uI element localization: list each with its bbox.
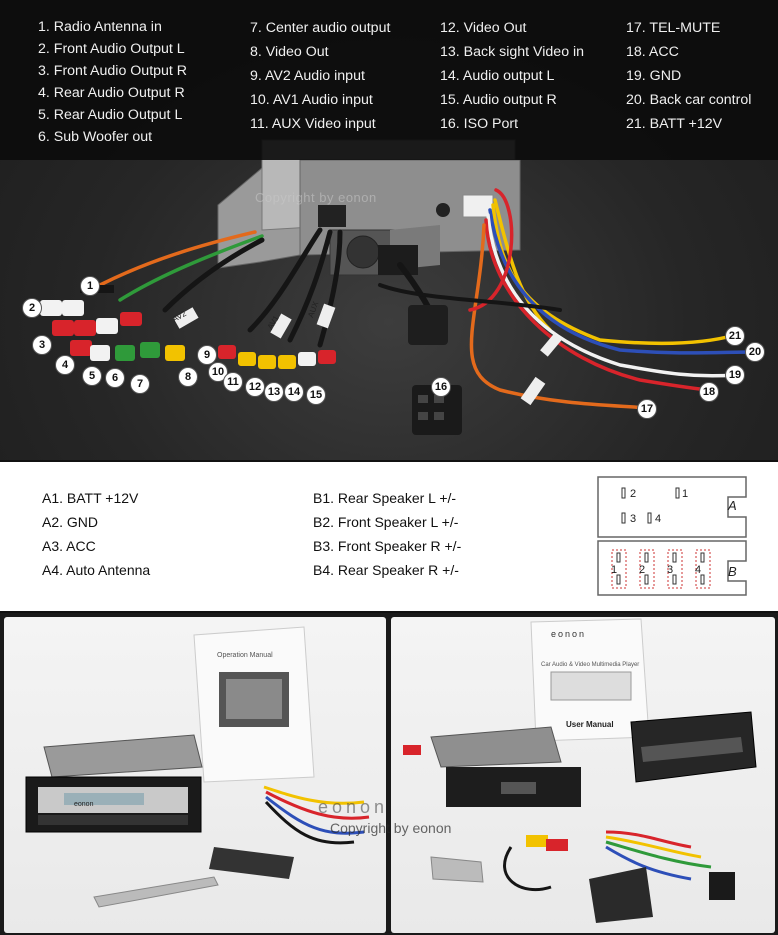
iso-a-pin-label: 2 (630, 488, 636, 500)
legend-item: 4. Rear Audio Output R (38, 85, 185, 101)
product-photo-right: eonon Car Audio & Video Multimedia Playe… (391, 617, 775, 933)
legend-column-2: 7. Center audio output 8. Video Out 9. A… (250, 16, 390, 136)
wire-number-badge: 18 (699, 382, 719, 402)
wire-number-badge: 7 (130, 374, 150, 394)
iso-a-pin-label: 4 (655, 513, 661, 525)
wires (98, 188, 757, 410)
wire-number-badge: 2 (22, 298, 42, 318)
manual-title: User Manual (566, 720, 614, 729)
wiring-illustration (40, 139, 757, 435)
unit-brand-label: eonon (74, 801, 94, 808)
copyright-watermark: Copyright by eonon (255, 190, 377, 205)
wiring-diagram-section: 1. Radio Antenna in 2. Front Audio Outpu… (0, 0, 778, 460)
product-photo-left: Operation Manual eonon (4, 617, 386, 933)
iso-a-pin-label: 1 (682, 488, 688, 500)
iso-pin-a3: A3. ACC (42, 538, 96, 554)
iso-connector-b-list: B1. Rear Speaker L +/- B2. Front Speaker… (313, 486, 461, 582)
legend-item: 2. Front Audio Output L (38, 41, 185, 57)
wire-number-badge: 6 (105, 368, 125, 388)
wire-number-badge: 3 (32, 335, 52, 355)
cable-tags (173, 303, 562, 406)
wire-number-badge: 9 (197, 345, 217, 365)
wire-number-badge: 21 (725, 326, 745, 346)
wire-number-badge: 5 (82, 366, 102, 386)
iso-pin-b1: B1. Rear Speaker L +/- (313, 490, 457, 506)
legend-item: 12. Video Out (440, 20, 527, 36)
legend-item: 11. AUX Video input (250, 116, 376, 132)
iso-b-pin-label: 1 (611, 564, 617, 576)
legend-item: 19. GND (626, 68, 682, 84)
legend-column-3: 12. Video Out 13. Back sight Video in 14… (440, 16, 584, 136)
iso-connectors (408, 305, 462, 435)
wire-number-badge: 16 (431, 377, 451, 397)
legend-column-1: 1. Radio Antenna in 2. Front Audio Outpu… (38, 16, 187, 148)
wire-number-badge: 12 (245, 377, 265, 397)
iso-connector-b-label: B (728, 564, 737, 579)
legend-item: 9. AV2 Audio input (250, 68, 365, 84)
manual-brand: eonon (551, 629, 587, 639)
head-unit-chassis (217, 139, 521, 276)
brand-watermark: eonon (318, 797, 389, 817)
head-unit-photo (25, 626, 370, 908)
legend-item: 14. Audio output L (440, 68, 555, 84)
iso-pin-b4: B4. Rear Speaker R +/- (313, 562, 459, 578)
wire-number-badge: 15 (306, 385, 326, 405)
iso-b-pin-label: 4 (695, 564, 701, 576)
manual-title: Operation Manual (217, 652, 273, 659)
manual-subtitle: Car Audio & Video Multimedia Player (541, 662, 640, 668)
wire-number-badge: 13 (264, 382, 284, 402)
legend-item: 21. BATT +12V (626, 116, 723, 132)
rca-plugs-left (40, 285, 185, 361)
wire-number-badge: 20 (745, 342, 765, 362)
legend-item: 20. Back car control (626, 92, 752, 108)
legend-item: 6. Sub Woofer out (38, 129, 153, 145)
package-contents-photo (403, 618, 757, 923)
legend-item: 13. Back sight Video in (440, 44, 585, 60)
legend-item: 8. Video Out (250, 44, 329, 60)
legend-item: 1. Radio Antenna in (38, 19, 162, 35)
iso-a-pin-label: 3 (630, 513, 636, 525)
wire-number-badge: 17 (637, 399, 657, 419)
iso-b-pin-label: 2 (639, 564, 645, 576)
wire-number-badge: 14 (284, 382, 304, 402)
legend-item: 5. Rear Audio Output L (38, 107, 183, 123)
legend-item: 18. ACC (626, 44, 679, 60)
copyright-watermark: Copyright by eonon (330, 820, 452, 836)
wire-number-badge: 1 (80, 276, 100, 296)
wire-number-badge: 8 (178, 367, 198, 387)
iso-pin-b3: B3. Front Speaker R +/- (313, 538, 462, 554)
iso-pin-b2: B2. Front Speaker L +/- (313, 514, 459, 530)
legend-band: 1. Radio Antenna in 2. Front Audio Outpu… (0, 0, 778, 160)
wire-number-badge: 19 (725, 365, 745, 385)
iso-pin-a4: A4. Auto Antenna (42, 562, 151, 578)
iso-b-pin-label: 3 (667, 564, 673, 576)
iso-pinout-section: A1. BATT +12V A2. GND A3. ACC A4. Auto A… (0, 460, 778, 613)
iso-connector-a-list: A1. BATT +12V A2. GND A3. ACC A4. Auto A… (42, 486, 150, 582)
wire-number-badge: 4 (55, 355, 75, 375)
iso-connector-a-label: A (727, 498, 737, 513)
legend-item: 16. ISO Port (440, 116, 519, 132)
wire-number-badge: 11 (223, 372, 243, 392)
iso-connector-diagram: 2 1 3 4 A 1 2 3 4 B (597, 476, 747, 596)
rca-plugs-middle (218, 345, 336, 369)
iso-pin-a1: A1. BATT +12V (42, 490, 139, 506)
legend-item: 15. Audio output R (440, 92, 557, 108)
legend-item: 10. AV1 Audio input (250, 92, 373, 108)
legend-item: 7. Center audio output (250, 20, 391, 36)
legend-item: 17. TEL-MUTE (626, 20, 721, 36)
legend-item: 3. Front Audio Output R (38, 63, 188, 79)
iso-pin-a2: A2. GND (42, 514, 99, 530)
legend-column-4: 17. TEL-MUTE 18. ACC 19. GND 20. Back ca… (626, 16, 751, 136)
